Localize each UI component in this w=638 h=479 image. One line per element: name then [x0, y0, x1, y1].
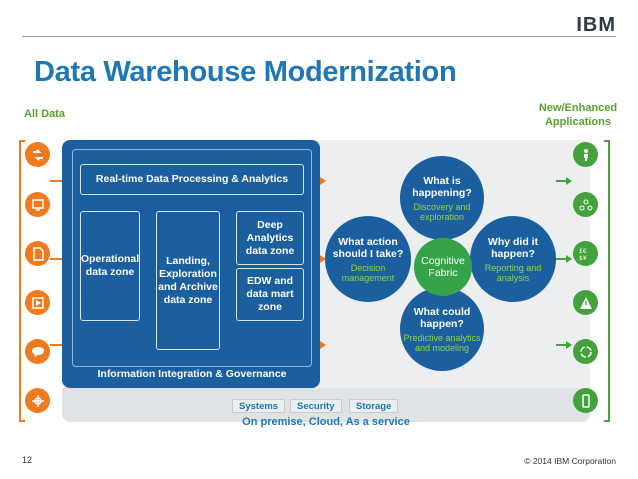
why-did-it-happen-circle: Why did it happen? Reporting and analysi…	[470, 216, 556, 302]
cycle-icon	[573, 339, 598, 364]
edw-zone-box: EDW and data mart zone	[236, 268, 304, 321]
landing-zone-box: Landing, Exploration and Archive data zo…	[156, 211, 220, 350]
flow-icon	[25, 142, 50, 167]
document-icon	[25, 241, 50, 266]
svg-text:$¥: $¥	[579, 255, 587, 261]
satellite-icon	[25, 388, 50, 413]
ibm-logo: IBM	[576, 14, 616, 36]
header-divider	[22, 36, 616, 37]
left-bracket	[19, 140, 25, 422]
what-could-happen-circle: What could happen? Predictive analytics …	[400, 287, 484, 371]
realtime-processing-box: Real-time Data Processing & Analytics	[80, 164, 304, 195]
systems-tag: Systems	[232, 399, 286, 413]
data-zones-frame	[72, 149, 312, 367]
speech-bubble-icon	[25, 339, 50, 364]
cognitive-fabric-circle: Cognitive Fabric	[414, 238, 472, 296]
app-arrow	[556, 255, 572, 263]
warning-icon	[573, 290, 598, 315]
circle-question: Why did it happen?	[487, 235, 539, 260]
circle-subtitle: Decision management	[341, 262, 395, 283]
phone-icon	[573, 388, 598, 413]
operational-zone-box: Operational data zone	[80, 211, 140, 321]
video-icon	[25, 290, 50, 315]
page-number: 12	[22, 455, 33, 465]
new-apps-label: New/Enhanced Applications	[538, 102, 618, 128]
storage-tag: Storage	[349, 399, 399, 413]
copyright: © 2014 IBM Corporation	[524, 456, 616, 466]
circle-question: What action should I take?	[332, 235, 404, 260]
page-title: Data Warehouse Modernization	[34, 56, 457, 88]
app-arrow	[556, 177, 572, 185]
circle-subtitle: Reporting and analysis	[484, 262, 542, 283]
what-is-happening-circle: What is happening? Discovery and explora…	[400, 156, 484, 240]
person-icon	[573, 142, 598, 167]
all-data-label: All Data	[24, 108, 65, 120]
circle-subtitle: Predictive analytics and modeling	[403, 332, 481, 353]
security-tag: Security	[290, 399, 342, 413]
what-action-circle: What action should I take? Decision mana…	[325, 216, 411, 302]
app-arrow	[556, 341, 572, 349]
currency-icon: £€$¥	[573, 241, 598, 266]
circle-subtitle: Discovery and exploration	[413, 201, 471, 222]
network-icon	[573, 192, 598, 217]
governance-label: Information Integration & Governance	[97, 368, 287, 380]
deep-analytics-zone-box: Deep Analytics data zone	[236, 211, 304, 265]
circle-question: What is happening?	[412, 174, 472, 199]
right-bracket	[604, 140, 610, 422]
svg-text:£€: £€	[579, 248, 587, 255]
monitor-icon	[25, 192, 50, 217]
circle-question: What could happen?	[413, 305, 471, 330]
deployment-caption: On premise, Cloud, As a service	[242, 416, 410, 428]
